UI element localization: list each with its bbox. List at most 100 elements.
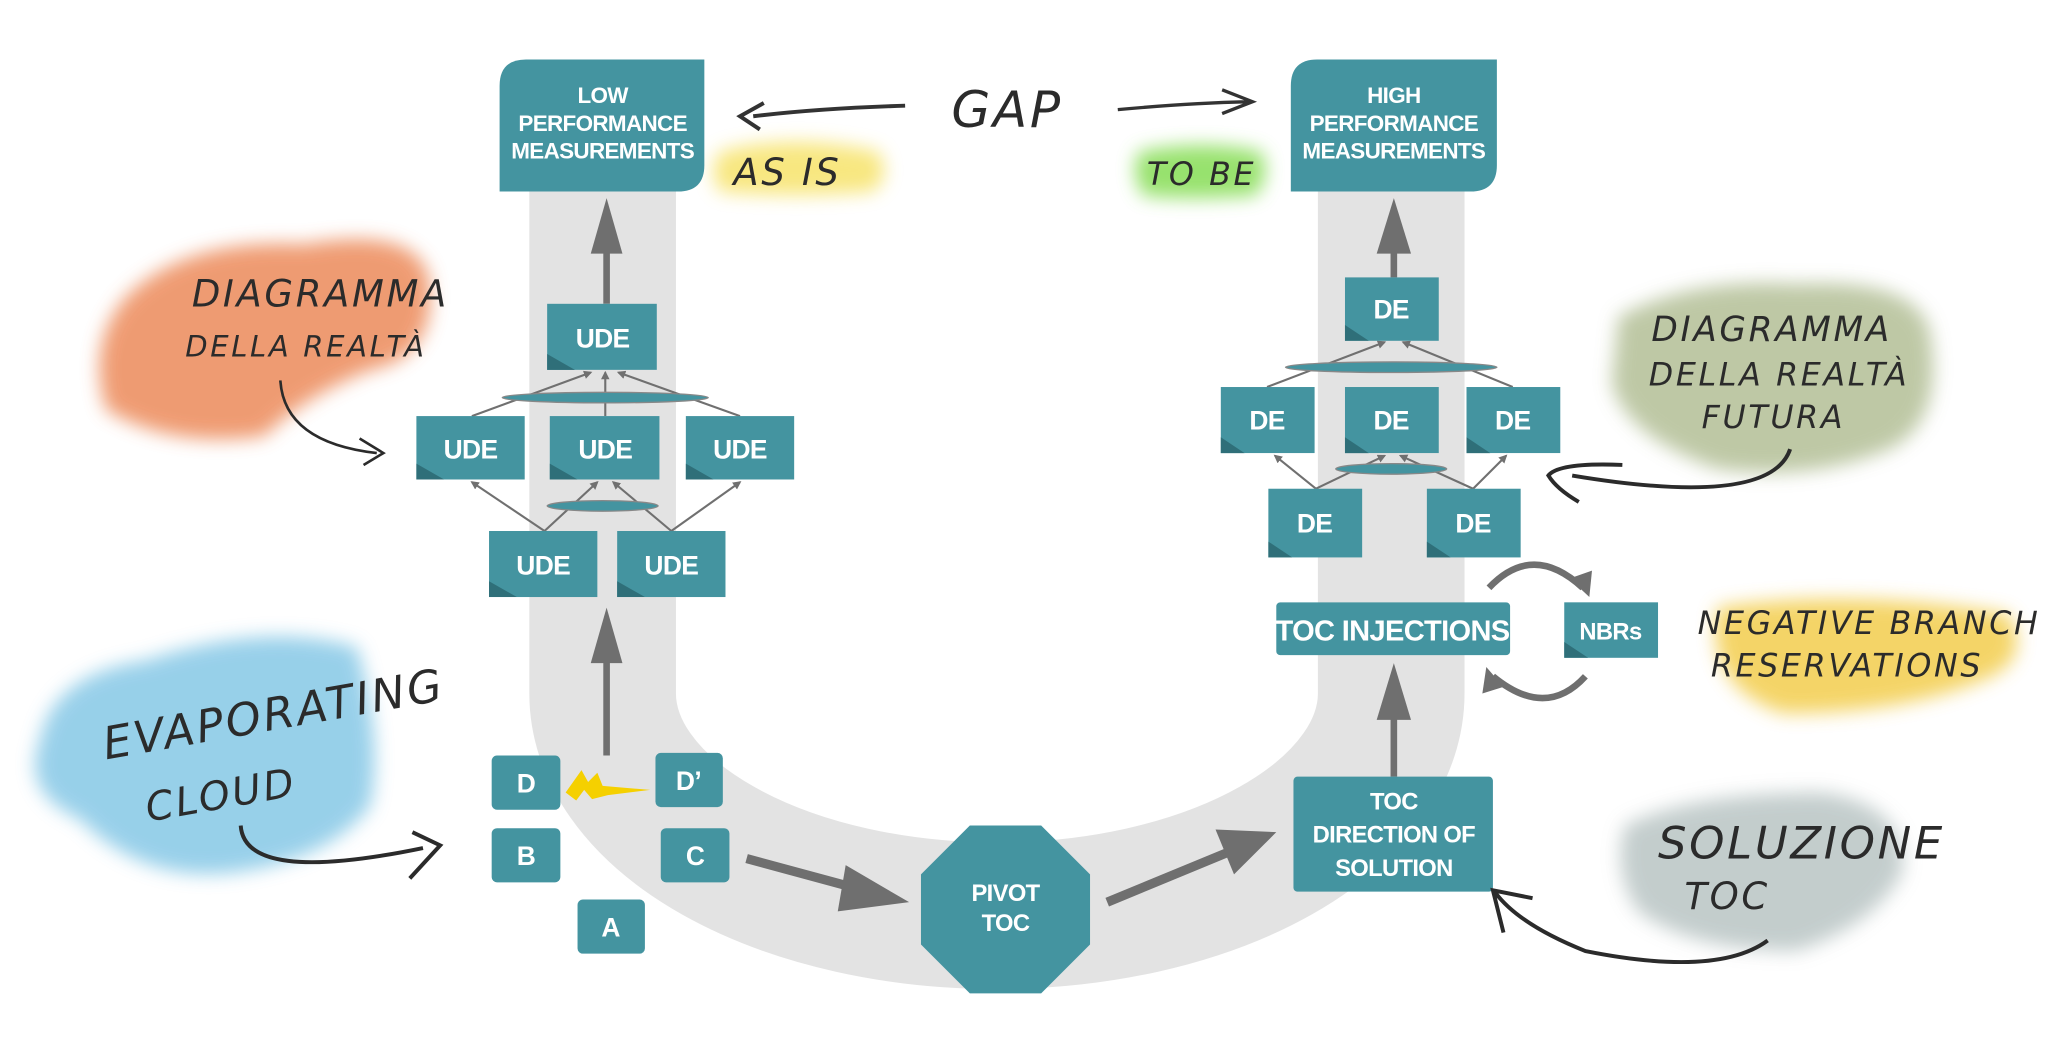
a-label: A xyxy=(601,913,620,943)
high-box-line-3: MEASUREMENTS xyxy=(1302,139,1485,164)
note-solution-blob xyxy=(1620,792,1903,952)
cloud-box-b[interactable]: B xyxy=(491,828,561,883)
cloud-box-a[interactable]: A xyxy=(577,899,645,954)
note-solution-line-2: TOC xyxy=(1684,875,1769,918)
ude-label: UDE xyxy=(444,434,498,464)
and-connector xyxy=(1335,462,1448,475)
note-future-arrow xyxy=(1545,448,1792,504)
de-label: DE xyxy=(1249,405,1284,435)
c-label: C xyxy=(686,841,705,871)
toc-injections-box[interactable]: TOC INJECTIONS xyxy=(1276,602,1511,656)
as-is-label: AS IS xyxy=(731,151,841,194)
arrowhead-icon xyxy=(1482,667,1504,694)
cloud-box-d-prime[interactable]: D’ xyxy=(655,752,723,808)
gap-right-arrow xyxy=(1117,88,1258,116)
cycle-arrow-top xyxy=(1486,561,1585,591)
note-nbr-line-1: NEGATIVE BRANCH xyxy=(1698,606,2041,642)
direction-line-1: TOC xyxy=(1370,789,1418,816)
note-future-blob xyxy=(1611,283,1934,473)
note-nbr: NEGATIVE BRANCH RESERVATIONS xyxy=(1698,606,2041,684)
note-nbr-blob xyxy=(1715,599,2017,714)
d-prime-label: D’ xyxy=(676,766,701,796)
note-future-line-1: DIAGRAMMA xyxy=(1651,310,1891,350)
low-box-line-1: LOW xyxy=(577,83,629,108)
high-performance-box[interactable]: HIGH PERFORMANCE MEASUREMENTS xyxy=(1290,59,1497,192)
ude-label: UDE xyxy=(576,323,630,353)
ude-box[interactable]: UDE xyxy=(685,416,795,480)
de-box[interactable]: DE xyxy=(1344,387,1439,454)
d-label: D xyxy=(517,769,535,799)
de-box[interactable]: DE xyxy=(1268,488,1363,558)
arrowhead-icon xyxy=(1569,570,1592,598)
ude-label: UDE xyxy=(578,434,632,464)
ude-box[interactable]: UDE xyxy=(489,531,598,598)
note-evaporating-blob xyxy=(34,636,375,874)
low-performance-box[interactable]: LOW PERFORMANCE MEASUREMENTS xyxy=(499,59,705,192)
high-box-line-1: HIGH xyxy=(1367,83,1420,108)
arrowhead-icon xyxy=(1376,663,1412,720)
gap-left-arrow xyxy=(736,101,906,132)
and-connector xyxy=(1284,361,1498,374)
and-connector xyxy=(501,391,709,404)
note-reality-blob xyxy=(99,239,431,440)
conflict-lightning-icon xyxy=(565,770,651,801)
cycle-arrow-bottom xyxy=(1490,673,1588,702)
de-label: DE xyxy=(1455,508,1490,538)
arrow-pivot-to-direction xyxy=(1105,847,1231,907)
ude-box[interactable]: UDE xyxy=(549,416,660,480)
cloud-box-d[interactable]: D xyxy=(491,755,561,810)
ude-label: UDE xyxy=(516,551,570,581)
and-connector xyxy=(546,499,659,512)
to-be-label: TO BE xyxy=(1147,157,1256,193)
note-nbr-line-2: RESERVATIONS xyxy=(1711,648,1983,684)
note-reality-line-1: DIAGRAMMA xyxy=(192,272,449,315)
arrowhead-icon xyxy=(1376,198,1412,254)
note-reality: DIAGRAMMA DELLA REALTÀ xyxy=(185,272,449,467)
note-solution-line-1: SOLUZIONE xyxy=(1658,817,1945,870)
cloud-box-c[interactable]: C xyxy=(660,828,730,883)
de-label: DE xyxy=(1374,294,1409,324)
tree-connectors xyxy=(470,340,1514,532)
low-box-line-2: PERFORMANCE xyxy=(518,111,687,136)
direction-line-2: DIRECTION OF xyxy=(1313,822,1476,849)
note-future: DIAGRAMMA DELLA REALTÀ FUTURA xyxy=(1545,310,1910,504)
note-future-line-3: FUTURA xyxy=(1702,400,1846,436)
arrowhead-icon xyxy=(590,198,623,254)
high-box-line-2: PERFORMANCE xyxy=(1310,111,1479,136)
pivot-line-1: PIVOT xyxy=(971,880,1040,907)
flow-arrows xyxy=(590,198,1592,912)
de-label: DE xyxy=(1297,508,1332,538)
arrowhead-icon xyxy=(1215,829,1277,875)
arrowhead-icon xyxy=(837,865,910,912)
ude-boxes: UDE UDE UDE UDE UDE UDE xyxy=(416,303,795,598)
ude-label: UDE xyxy=(713,434,767,464)
pivot-toc-octagon[interactable]: PIVOT TOC xyxy=(920,825,1091,994)
pivot-line-2: TOC xyxy=(982,910,1030,937)
cloud-boxes: D D’ B C A xyxy=(491,752,730,954)
de-label: DE xyxy=(1495,405,1530,435)
to-be-highlight xyxy=(1135,145,1266,199)
toc-direction-box[interactable]: TOC DIRECTION OF SOLUTION xyxy=(1293,776,1493,892)
de-box[interactable]: DE xyxy=(1344,277,1439,341)
direction-line-3: SOLUTION xyxy=(1335,855,1453,882)
note-blobs xyxy=(34,141,2017,952)
nbrs-box[interactable]: NBRs xyxy=(1564,602,1659,658)
note-solution: SOLUZIONE TOC xyxy=(1490,817,1945,965)
note-reality-arrow xyxy=(279,380,386,467)
note-evaporating-arrow xyxy=(238,825,444,880)
ude-box[interactable]: UDE xyxy=(416,416,525,480)
de-box[interactable]: DE xyxy=(1426,488,1521,558)
ude-box[interactable]: UDE xyxy=(547,303,657,370)
arrow-c-to-pivot xyxy=(745,854,861,894)
toc-injections-label: TOC INJECTIONS xyxy=(1276,616,1510,648)
nbrs-label: NBRs xyxy=(1579,618,1642,645)
low-box-line-3: MEASUREMENTS xyxy=(511,139,694,164)
de-box[interactable]: DE xyxy=(1220,387,1315,454)
note-future-line-2: DELLA REALTÀ xyxy=(1649,356,1910,394)
de-box[interactable]: DE xyxy=(1466,387,1561,454)
de-boxes: DE DE DE DE DE DE xyxy=(1220,277,1561,558)
as-is-highlight xyxy=(713,141,884,195)
ude-box[interactable]: UDE xyxy=(617,531,726,598)
note-reality-line-2: DELLA REALTÀ xyxy=(185,330,426,364)
